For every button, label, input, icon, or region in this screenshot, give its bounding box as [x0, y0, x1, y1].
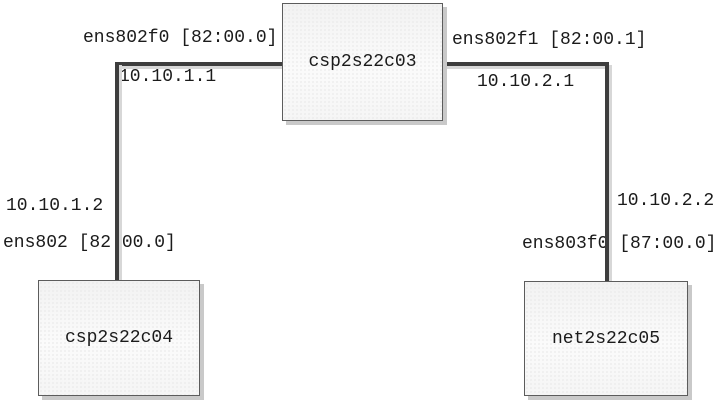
link2-interface-a-label: ens802f1 [82:00.1] — [452, 30, 647, 50]
link1-horizontal-segment — [115, 62, 282, 66]
link1-vertical-segment — [115, 62, 119, 280]
link1-interface-b-label: ens802 [82:00.0] — [3, 233, 176, 253]
link2-ip-a-label: 10.10.2.1 — [477, 72, 575, 92]
node-csp2s22c04-label: csp2s22c04 — [64, 328, 174, 348]
node-csp2s22c04: csp2s22c04 — [38, 280, 200, 396]
node-net2s22c05: net2s22c05 — [524, 281, 688, 396]
link2-vertical-segment — [605, 62, 609, 281]
link1-ip-b-label: 10.10.1.2 — [6, 196, 104, 216]
link2-interface-b-label: ens803f0 [87:00.0] — [522, 234, 717, 254]
node-csp2s22c03: csp2s22c03 — [282, 3, 443, 121]
node-csp2s22c03-label: csp2s22c03 — [308, 52, 417, 72]
link1-ip-a-label: 10.10.1.1 — [119, 67, 217, 87]
link1-interface-a-label: ens802f0 [82:00.0] — [83, 28, 278, 48]
link2-ip-b-label: 10.10.2.2 — [617, 191, 715, 211]
link2-horizontal-segment — [443, 62, 609, 66]
node-net2s22c05-label: net2s22c05 — [551, 328, 661, 349]
